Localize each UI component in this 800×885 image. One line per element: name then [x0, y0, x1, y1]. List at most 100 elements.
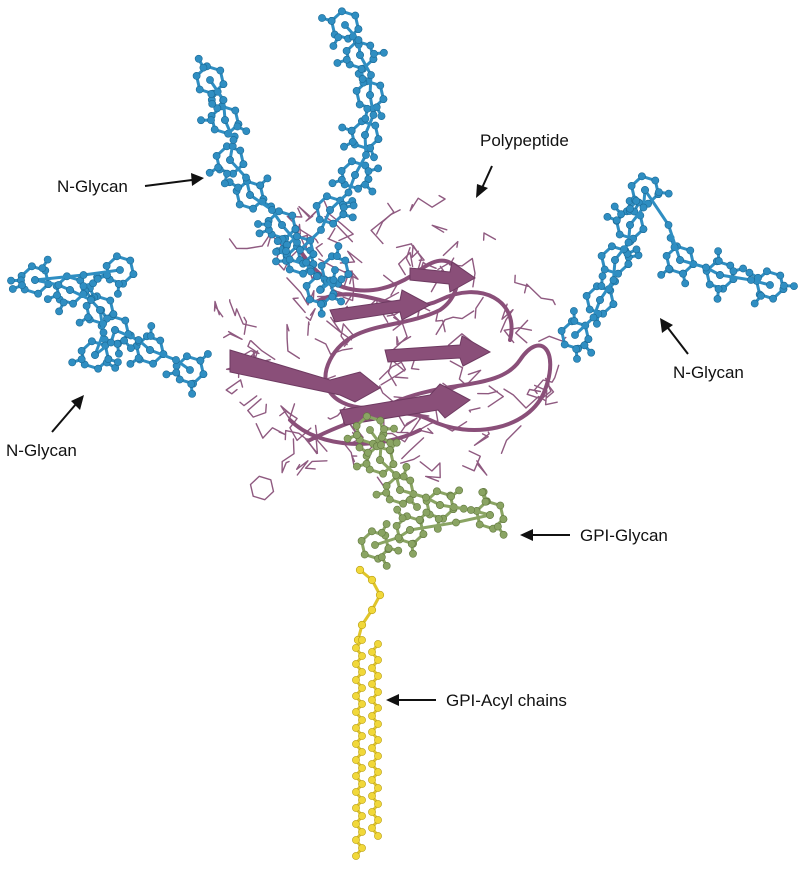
- n-glycan-atom: [572, 345, 581, 353]
- n-glycan-atom: [69, 299, 77, 308]
- arrowhead-gpi-glycan: [520, 529, 533, 541]
- n-glycan-atom: [713, 294, 722, 303]
- n-glycan-atom: [113, 339, 122, 348]
- gpi-glycan-atom: [376, 416, 385, 425]
- gpi-glycan-atom: [372, 490, 381, 499]
- side-chain-stick: [396, 335, 412, 346]
- n-glycan-atom: [342, 47, 351, 55]
- n-glycan-atom: [79, 282, 88, 291]
- side-chain-stick: [315, 242, 323, 257]
- side-chain-stick: [213, 300, 224, 318]
- n-glycan-atom: [790, 282, 798, 290]
- n-glycan-atom: [598, 272, 607, 280]
- n-glycan-atom: [369, 111, 378, 119]
- n-glycan-atom: [187, 380, 196, 388]
- side-chain-stick: [449, 360, 482, 386]
- side-chain-stick: [380, 414, 423, 443]
- side-chain-stick: [395, 243, 425, 262]
- gpi-acyl-atom: [352, 852, 360, 860]
- gpi-glycan-atom: [392, 522, 401, 530]
- n-glycan-atom: [361, 180, 370, 189]
- n-glycan-atom: [96, 306, 104, 314]
- n-glycan-atom: [641, 186, 649, 194]
- gpi-glycan-atom: [376, 456, 384, 464]
- side-chain-stick: [398, 251, 414, 276]
- n-glycan-atom: [348, 137, 357, 146]
- gpi-acyl-atom: [368, 776, 376, 784]
- label-gpi-glycan: GPI-Glycan: [580, 526, 668, 545]
- n-glycan-atom: [362, 151, 370, 159]
- gpi-glycan-atom: [343, 434, 352, 443]
- gpi-glycan-atom: [384, 544, 393, 553]
- gpi-glycan-atom: [382, 488, 391, 497]
- n-glycan-atom: [59, 298, 68, 307]
- side-chain-stick: [387, 359, 406, 387]
- n-glycan-atom: [366, 91, 374, 99]
- n-glycan-atom: [589, 313, 598, 322]
- n-glycan-atom: [580, 341, 589, 350]
- n-glycan-atom: [249, 204, 257, 213]
- n-glycan-atom: [662, 251, 671, 260]
- gpi-acyl-atom: [352, 708, 360, 716]
- label-gpi-acyl-group: GPI-Acyl chains: [386, 691, 567, 710]
- n-glycan-atom: [745, 268, 754, 277]
- side-chain-stick: [419, 461, 441, 482]
- side-chain-stick: [476, 460, 488, 476]
- gpi-glycan-atom: [436, 501, 444, 509]
- n-glycan-atom: [714, 247, 722, 255]
- n-glycan-atom: [317, 309, 326, 318]
- n-glycan-atom: [573, 354, 581, 363]
- n-glycan-atom: [339, 203, 348, 212]
- n-glycan-atom: [126, 359, 135, 368]
- n-glycan-atom: [769, 294, 777, 303]
- gpi-acyl-bonds: [354, 638, 364, 858]
- side-chain-stick: [515, 319, 529, 344]
- n-glycan-atom: [318, 14, 326, 22]
- n-glycan-atom: [34, 289, 42, 298]
- gpi-acyl-atom: [375, 590, 385, 600]
- gpi-glycan-atom: [377, 553, 386, 562]
- n-glycan-atom: [285, 265, 294, 274]
- gpi-acyl-atom: [368, 664, 376, 672]
- n-glycan-atom: [570, 307, 578, 315]
- n-glycan-atom: [229, 136, 238, 144]
- side-chain-stick: [431, 224, 448, 233]
- gpi-acyl-atom: [374, 768, 382, 776]
- n-glycan-atom: [609, 276, 618, 284]
- n-glycan-atom: [246, 191, 254, 199]
- n-glycan-atom: [254, 220, 262, 228]
- n-glycan-atom: [220, 179, 229, 188]
- n-glycan-atom: [361, 114, 370, 123]
- n-glycan-atom: [7, 276, 15, 285]
- n-glycan-atom: [560, 340, 569, 349]
- n-glycan-atom: [216, 66, 225, 75]
- gpi-acyl-atom: [374, 784, 382, 792]
- n-glycan-atom: [94, 364, 102, 373]
- gpi-acyl-atom: [358, 748, 366, 756]
- n-glycan-atom: [609, 300, 618, 308]
- n-glycan-atom: [632, 245, 641, 254]
- gpi-acyl-atom: [374, 672, 382, 680]
- gpi-glycan-atom: [390, 424, 398, 433]
- gpi-glycan-atom: [382, 481, 391, 490]
- gpi-acyl-atom: [368, 760, 376, 768]
- n-glycan-atom: [43, 255, 52, 264]
- n-glycan-atom: [331, 266, 339, 274]
- n-glycan-atom: [242, 127, 251, 136]
- gpi-glycan-atom: [382, 520, 391, 528]
- gpi-acyl-atom: [352, 756, 360, 764]
- n-glycan-atom: [221, 116, 229, 124]
- gpi-glycan-atom: [396, 486, 404, 494]
- n-glycan-atom: [766, 281, 774, 289]
- n-glycan-atom: [55, 307, 63, 316]
- n-glycan-atom: [312, 272, 321, 281]
- side-chain-stick: [500, 425, 522, 454]
- n-glycan-atom: [371, 121, 380, 130]
- n-glycan-atom: [654, 188, 663, 197]
- n-glycan-atom: [617, 210, 625, 219]
- gpi-glycan-atom: [475, 520, 484, 529]
- gpi-glycan-atom: [364, 448, 372, 457]
- n-glycan-atom: [317, 300, 325, 308]
- n-glycan-atom: [600, 265, 609, 274]
